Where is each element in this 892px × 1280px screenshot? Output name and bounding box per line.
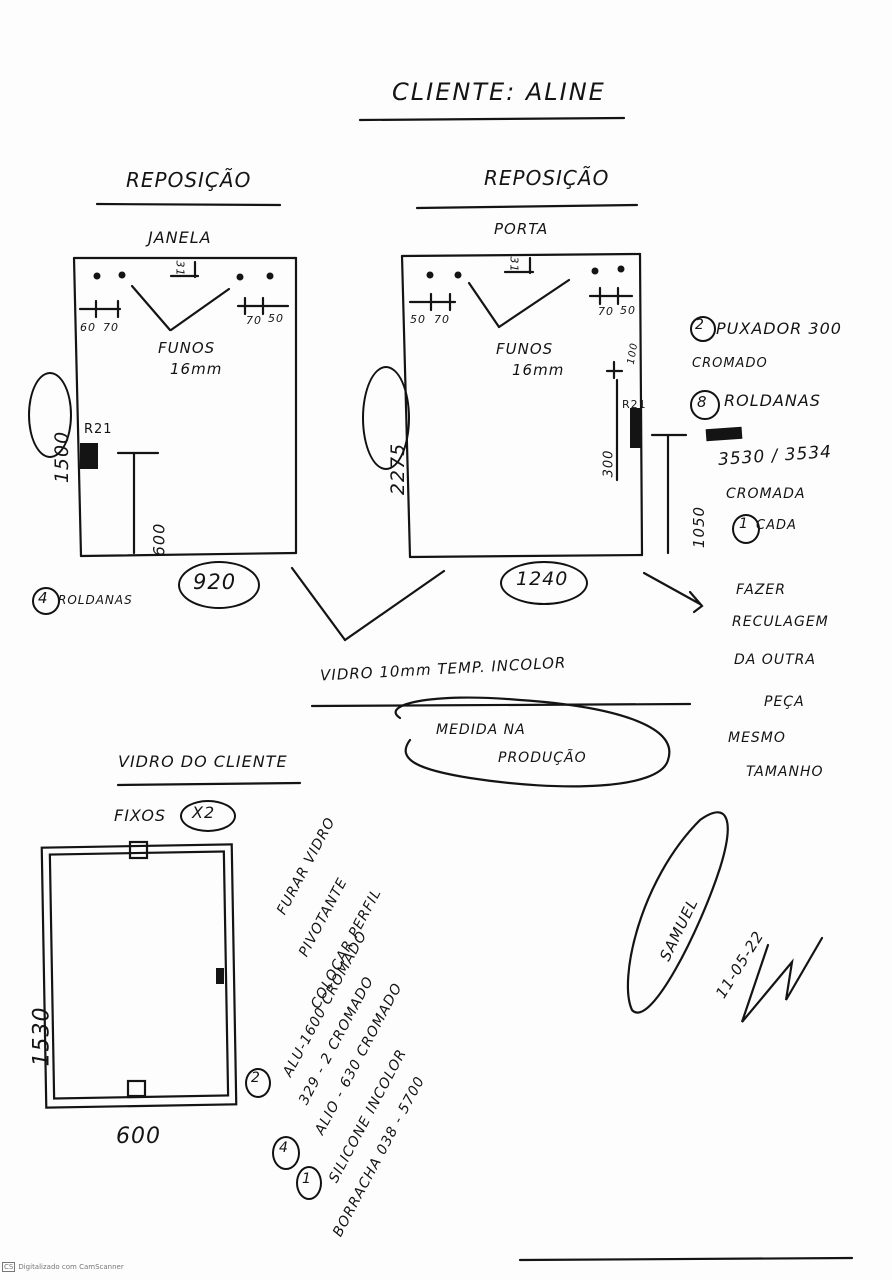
pull-finish: CROMADO bbox=[692, 356, 768, 371]
left-rollers-count: 4 bbox=[38, 589, 49, 607]
fazer-line-6: TAMANHO bbox=[746, 764, 824, 780]
fixos-count: X2 bbox=[192, 803, 216, 822]
left-top-mark: 31 bbox=[173, 260, 187, 277]
pull-label: PUXADOR 300 bbox=[716, 319, 842, 338]
right-dim-c: 70 bbox=[598, 305, 614, 318]
fazer-line-5: MESMO bbox=[728, 730, 786, 746]
scanner-footer-text: Digitalizado com CamScanner bbox=[18, 1263, 124, 1271]
left-handle-height: 600 bbox=[149, 522, 169, 557]
right-height-circle bbox=[362, 366, 410, 470]
right-side-height: 1050 bbox=[690, 505, 709, 549]
right-dim-b: 70 bbox=[434, 313, 450, 326]
fixos-label: FIXOS bbox=[114, 806, 167, 825]
right-top-mark: 31 bbox=[507, 256, 521, 273]
each-label: CADA bbox=[756, 518, 797, 533]
client-title: CLIENTE: ALINE bbox=[392, 78, 606, 106]
fazer-line-3: DA OUTRA bbox=[734, 652, 816, 668]
right-item: PORTA bbox=[494, 220, 549, 238]
each-count: 1 bbox=[739, 516, 749, 532]
instruction-alu-count: 2 bbox=[251, 1070, 261, 1086]
rollers-count: 8 bbox=[697, 393, 708, 411]
instruction-silicone-circle bbox=[296, 1166, 322, 1200]
client-glass-width: 600 bbox=[116, 1124, 161, 1149]
left-dim-c: 70 bbox=[246, 314, 262, 327]
left-rollers-circle bbox=[32, 587, 60, 615]
left-width-circle bbox=[178, 561, 260, 609]
right-fundos-size: 16mm bbox=[512, 361, 565, 379]
left-width: 920 bbox=[193, 570, 237, 594]
codes-finish: CROMADA bbox=[726, 486, 806, 502]
each-count-circle bbox=[732, 514, 760, 544]
rollers-label: ROLDANAS bbox=[724, 391, 821, 410]
camscanner-logo: CS bbox=[2, 1262, 16, 1272]
pull-count: 2 bbox=[695, 317, 705, 333]
left-dim-a: 60 bbox=[80, 321, 96, 334]
right-heading: REPOSIÇÃO bbox=[484, 166, 610, 190]
right-width: 1240 bbox=[516, 568, 569, 590]
fazer-line-4: PEÇA bbox=[764, 694, 805, 710]
rollers-count-circle bbox=[690, 390, 720, 420]
right-fundos: FUNOS bbox=[496, 340, 554, 358]
left-dim-d: 50 bbox=[268, 312, 284, 325]
production-note-1: MEDIDA NA bbox=[436, 722, 526, 738]
right-dim-d: 50 bbox=[620, 304, 636, 317]
fazer-line-2: RECULAGEM bbox=[732, 614, 829, 630]
left-height: 1500 bbox=[51, 430, 74, 484]
instruction-alio-circle bbox=[272, 1136, 300, 1170]
instruction-alu-circle bbox=[245, 1068, 271, 1098]
production-note-2: PRODUÇÃO bbox=[498, 750, 587, 766]
left-heading: REPOSIÇÃO bbox=[126, 168, 252, 192]
instruction-alio-count: 4 bbox=[279, 1140, 289, 1156]
pull-count-circle bbox=[690, 316, 716, 342]
right-handle-code: R21 bbox=[622, 398, 647, 411]
right-dim-a: 50 bbox=[410, 313, 426, 326]
right-width-circle bbox=[500, 561, 588, 605]
left-rollers-label: ROLDANAS bbox=[58, 593, 133, 607]
left-item: JANELA bbox=[148, 228, 212, 247]
client-glass-heading: VIDRO DO CLIENTE bbox=[118, 752, 288, 771]
left-dim-b: 70 bbox=[103, 321, 119, 334]
fazer-line-1: FAZER bbox=[736, 582, 786, 598]
left-handle-code: R21 bbox=[84, 422, 113, 437]
instruction-silicone-count: 1 bbox=[302, 1171, 312, 1187]
right-handle-height: 300 bbox=[601, 449, 617, 478]
left-fundos-size: 16mm bbox=[170, 360, 223, 378]
client-glass-height: 1530 bbox=[29, 1006, 55, 1067]
fixos-count-circle bbox=[180, 800, 236, 832]
right-height: 2275 bbox=[387, 442, 410, 496]
left-height-circle bbox=[28, 372, 72, 458]
left-fundos: FUNOS bbox=[158, 339, 216, 357]
